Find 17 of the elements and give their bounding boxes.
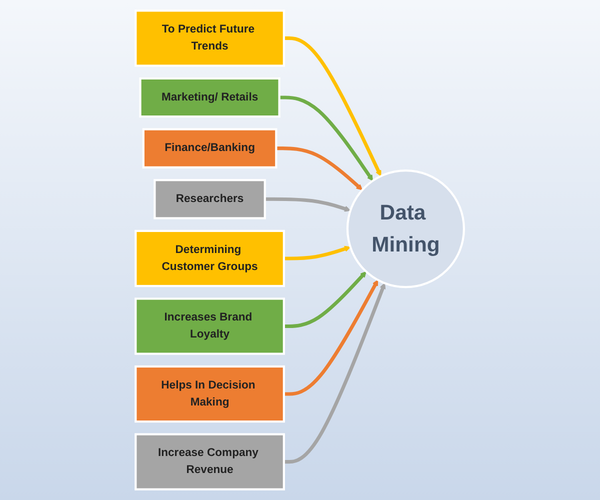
arrow <box>284 246 351 260</box>
arrow <box>276 146 363 190</box>
node-circle: Data Mining <box>346 170 466 288</box>
node-box: Helps In Decision Making <box>134 365 286 423</box>
node-box: To Predict Future Trends <box>134 10 286 67</box>
node-box: Researchers <box>154 179 266 220</box>
arrow <box>284 280 378 396</box>
node-box: Marketing/ Retails <box>139 77 281 118</box>
arrow <box>284 36 382 176</box>
node-box: Finance/Banking <box>142 128 278 168</box>
node-box: Determining Customer Groups <box>134 230 286 288</box>
arrow <box>280 96 374 182</box>
arrow <box>265 197 351 212</box>
node-box: Increase Company Revenue <box>134 433 286 490</box>
arrow <box>284 282 386 464</box>
node-box: Increases Brand Loyalty <box>134 298 286 355</box>
arrow <box>284 271 367 328</box>
